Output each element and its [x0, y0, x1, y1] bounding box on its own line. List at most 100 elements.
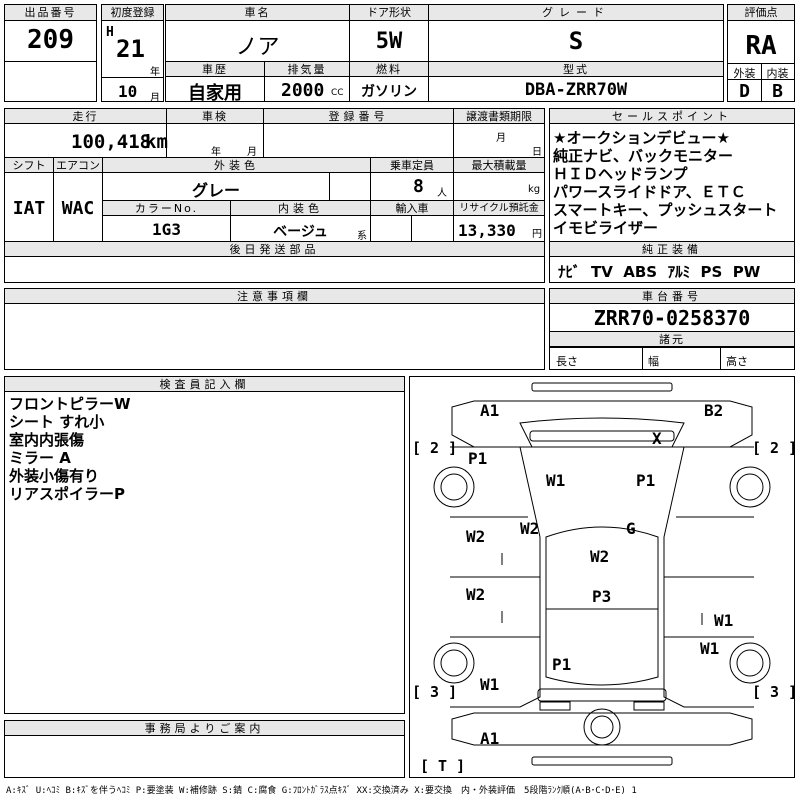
sales-line: イモビライザー: [553, 219, 659, 237]
caution-box: 注意事項欄: [4, 288, 545, 370]
door-type: 5W: [375, 29, 403, 54]
import-box: 輸入車: [370, 200, 454, 242]
int-color: ベージュ: [273, 224, 328, 240]
mileage-box: 走行 100,418 km: [4, 108, 168, 158]
sales-point-label: セールスポイント: [550, 109, 794, 124]
inspector-line: フロントピラーW: [9, 395, 131, 413]
fuel-box: 燃料 ガソリン: [349, 61, 429, 102]
car-diagram-box: A1 B2 X P1 W1 P1 W2 W2 G W2 W2 P3 W1 W1 …: [409, 376, 798, 778]
windshield-shape: [519, 417, 685, 448]
mark-p1-bottom: P1: [552, 655, 572, 674]
ac-box: エアコン WAC: [53, 157, 103, 242]
equipment-box: 純正装備 ﾅﾋﾞ TV ABS ｱﾙﾐ PS PW: [549, 241, 795, 283]
sales-line: ＨＩＤヘッドランプ: [553, 165, 688, 183]
score-label: 評価点: [728, 5, 794, 21]
int-color-box: 内装色 ベージュ 系: [230, 200, 371, 242]
fuel: ガソリン: [361, 84, 417, 100]
transfer-box: 譲渡書類期限 月 日: [453, 108, 545, 158]
score-box: 評価点 RA 外装 内装 D B: [727, 4, 795, 102]
equipment-item: TV: [590, 263, 613, 281]
car-name-label: 車名: [166, 5, 349, 21]
interior-grade: B: [772, 81, 783, 102]
mark-w1-bottom: W1: [480, 675, 500, 694]
int-color-suffix: 系: [357, 231, 367, 242]
int-color-label: 内装色: [231, 201, 370, 216]
first-registration-year: 21: [116, 35, 145, 63]
recycle-unit: 円: [532, 229, 542, 240]
reg-no-label: 登録番号: [264, 109, 453, 124]
car-name: ノア: [235, 35, 280, 60]
chassis-box: 車台番号 ZRR70-0258370 諸元 長さ 幅 高さ: [549, 288, 795, 370]
color-no: 1G3: [152, 220, 181, 239]
history-box: 車歴 自家用: [165, 61, 265, 104]
loadcap-label: 最大積載量: [454, 158, 544, 173]
first-registration-month: 10: [118, 82, 138, 101]
inspection-month-unit: 月: [247, 147, 257, 158]
displacement-box: 排気量 2000 CC: [264, 61, 350, 102]
spec-label: 諸元: [550, 332, 794, 347]
color-no-label: カラーNo.: [103, 201, 230, 216]
tag-3-right: [ 3 ]: [752, 683, 798, 701]
capacity: 8: [413, 176, 424, 197]
equipment-label: 純正装備: [550, 242, 794, 257]
mark-x: X: [652, 429, 662, 448]
grade-box: グレード S: [428, 4, 724, 62]
mark-p3: P3: [592, 587, 612, 606]
right-side-shape: [663, 446, 754, 708]
mark-w2-center-small: W2: [520, 519, 540, 538]
inspection-label: 車検: [167, 109, 263, 124]
transfer-month-unit: 月: [496, 133, 506, 144]
wheel-front-left-shape: [433, 466, 475, 508]
later-parts-box: 後日発送部品: [4, 241, 545, 283]
capacity-unit: 人: [437, 188, 447, 199]
first-registration-label: 初度登録: [102, 5, 163, 21]
tag-2-right: [ 2 ]: [752, 439, 798, 457]
door-label: ドア形状: [350, 5, 428, 21]
history-label: 車歴: [166, 62, 264, 77]
caution-label: 注意事項欄: [5, 289, 544, 304]
tag-t: [ T ]: [420, 757, 466, 775]
ac: WAC: [61, 198, 95, 219]
recycle-label: リサイクル預託金: [454, 201, 544, 216]
history: 自家用: [188, 83, 242, 104]
mark-w1-right: W1: [714, 611, 734, 630]
mark-b2: B2: [704, 401, 724, 420]
sales-line: スマートキー、プッシュスタート: [553, 201, 778, 219]
equipment-item: ABS: [623, 263, 658, 281]
grade-label: グレード: [429, 5, 723, 21]
width-label: 幅: [648, 355, 659, 368]
equipment-item: PW: [732, 263, 761, 281]
mark-w1-top: W1: [546, 471, 566, 490]
inspector-line: リアスポイラーP: [9, 485, 125, 503]
chassis-label: 車台番号: [550, 289, 794, 304]
loadcap-box: 最大積載量 kg: [453, 157, 545, 201]
wheel-rear-right-shape: [729, 642, 771, 684]
displacement-label: 排気量: [265, 62, 349, 77]
sales-point-box: セールスポイント ★オークションデビュー★ 純正ナビ、バックモニター ＨＩＤヘッ…: [549, 108, 795, 242]
inspection-year-unit: 年: [211, 147, 221, 158]
car-name-box: 車名 ノア: [165, 4, 350, 62]
tag-3-left: [ 3 ]: [412, 683, 458, 701]
inspector-line: 室内内張傷: [9, 431, 85, 449]
mark-p1-right: P1: [636, 471, 656, 490]
import-label: 輸入車: [371, 201, 453, 216]
mark-a1-rear: A1: [480, 729, 500, 748]
score: RA: [745, 31, 777, 61]
year-unit: 年: [150, 67, 160, 78]
capacity-label: 乗車定員: [371, 158, 453, 173]
mark-a1-front: A1: [480, 401, 500, 420]
mark-g: G: [626, 519, 636, 538]
height-label: 高さ: [726, 355, 748, 368]
inspector-line: 外装小傷有り: [9, 467, 100, 485]
first-registration-box: 初度登録 H 21 年 10 月: [101, 4, 164, 104]
mark-w2-left: W2: [466, 527, 486, 546]
front-plate-shape: [531, 382, 673, 392]
transfer-label: 譲渡書類期限: [454, 109, 544, 124]
exterior-grade: D: [739, 81, 750, 102]
equipment-item: ﾅﾋﾞ: [558, 263, 581, 281]
loadcap-unit: kg: [528, 184, 541, 195]
model-box: 型式 DBA-ZRR70W: [428, 61, 724, 102]
displacement-unit: CC: [331, 88, 344, 98]
later-parts-label: 後日発送部品: [5, 242, 544, 257]
lot-number: 209: [27, 25, 74, 55]
